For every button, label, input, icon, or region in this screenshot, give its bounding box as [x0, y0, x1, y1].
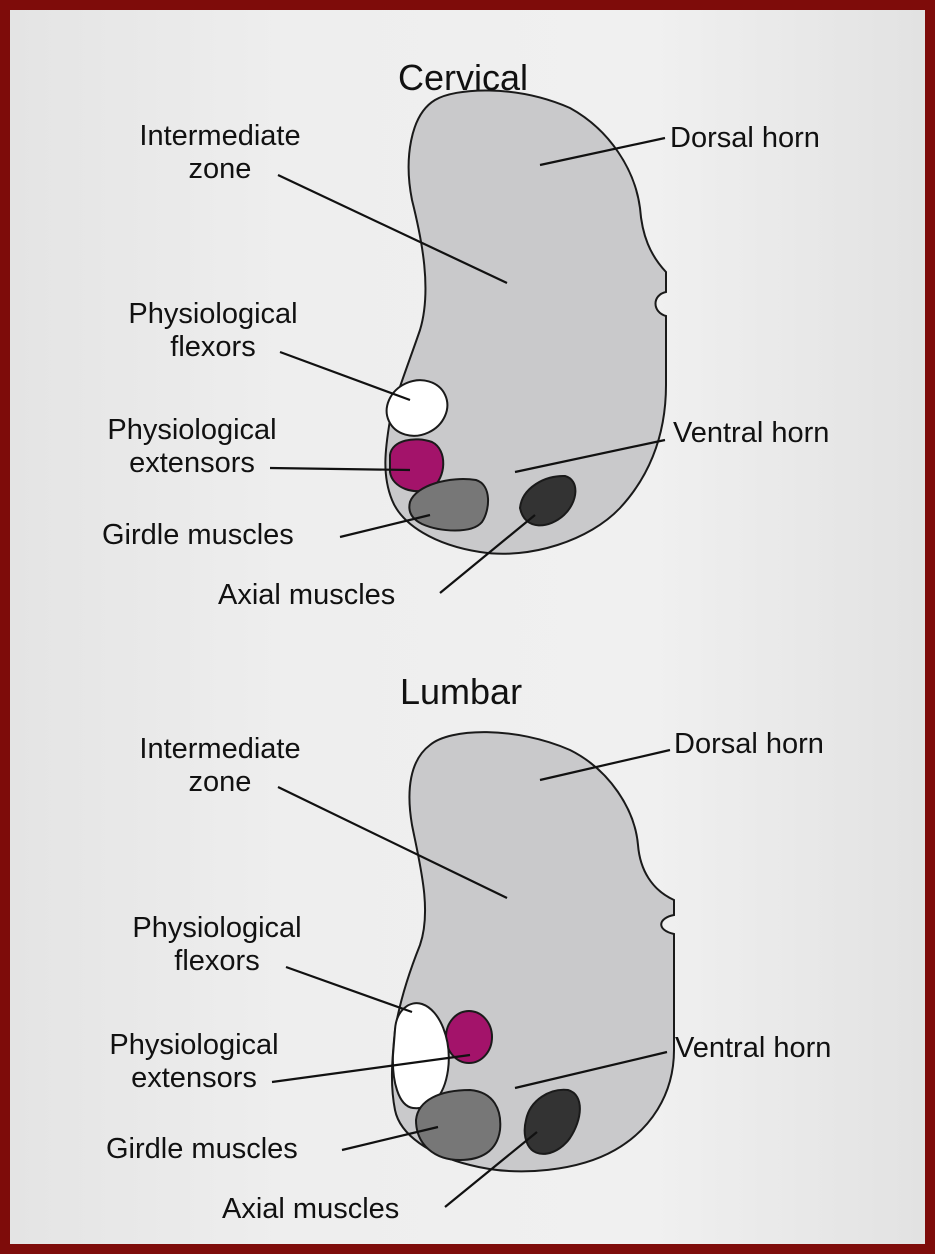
- lumbar-section: [272, 732, 674, 1207]
- lumbar-extensors-line1: Physiological: [84, 1029, 304, 1062]
- lumbar-axial-muscles-label: Axial muscles: [222, 1193, 399, 1226]
- cervical-extensors-line2: extensors: [82, 447, 302, 480]
- cervical-flexors-line2: flexors: [118, 331, 308, 364]
- lumbar-dorsal-horn-label: Dorsal horn: [674, 728, 824, 761]
- lumbar-ventral-horn-label: Ventral horn: [675, 1032, 831, 1065]
- lumbar-flexors-line1: Physiological: [122, 912, 312, 945]
- lumbar-extensors-line2: extensors: [84, 1062, 304, 1095]
- cervical-intermediate-zone-label: Intermediate zone: [125, 120, 315, 186]
- lumbar-flexors-label: Physiological flexors: [122, 912, 312, 978]
- lumbar-extensors-label: Physiological extensors: [84, 1029, 304, 1095]
- cervical-extensors-line1: Physiological: [82, 414, 302, 447]
- cervical-intermediate-line2: zone: [125, 153, 315, 186]
- lumbar-intermediate-line1: Intermediate: [125, 733, 315, 766]
- cervical-flexors-label: Physiological flexors: [118, 298, 308, 364]
- lumbar-intermediate-zone-label: Intermediate zone: [125, 733, 315, 799]
- cervical-ventral-horn-label: Ventral horn: [673, 417, 829, 450]
- lumbar-title: Lumbar: [400, 672, 522, 712]
- cervical-intermediate-line1: Intermediate: [125, 120, 315, 153]
- lumbar-flexors-line2: flexors: [122, 945, 312, 978]
- cervical-extensors-label: Physiological extensors: [82, 414, 302, 480]
- cervical-section: [270, 90, 666, 593]
- lumbar-girdle-nucleus: [416, 1090, 500, 1160]
- lumbar-intermediate-line2: zone: [125, 766, 315, 799]
- lumbar-girdle-muscles-label: Girdle muscles: [106, 1133, 298, 1166]
- cervical-title: Cervical: [398, 58, 528, 98]
- cervical-axial-muscles-label: Axial muscles: [218, 579, 395, 612]
- cervical-flexors-line1: Physiological: [118, 298, 308, 331]
- cervical-girdle-muscles-label: Girdle muscles: [102, 519, 294, 552]
- cervical-dorsal-horn-label: Dorsal horn: [670, 122, 820, 155]
